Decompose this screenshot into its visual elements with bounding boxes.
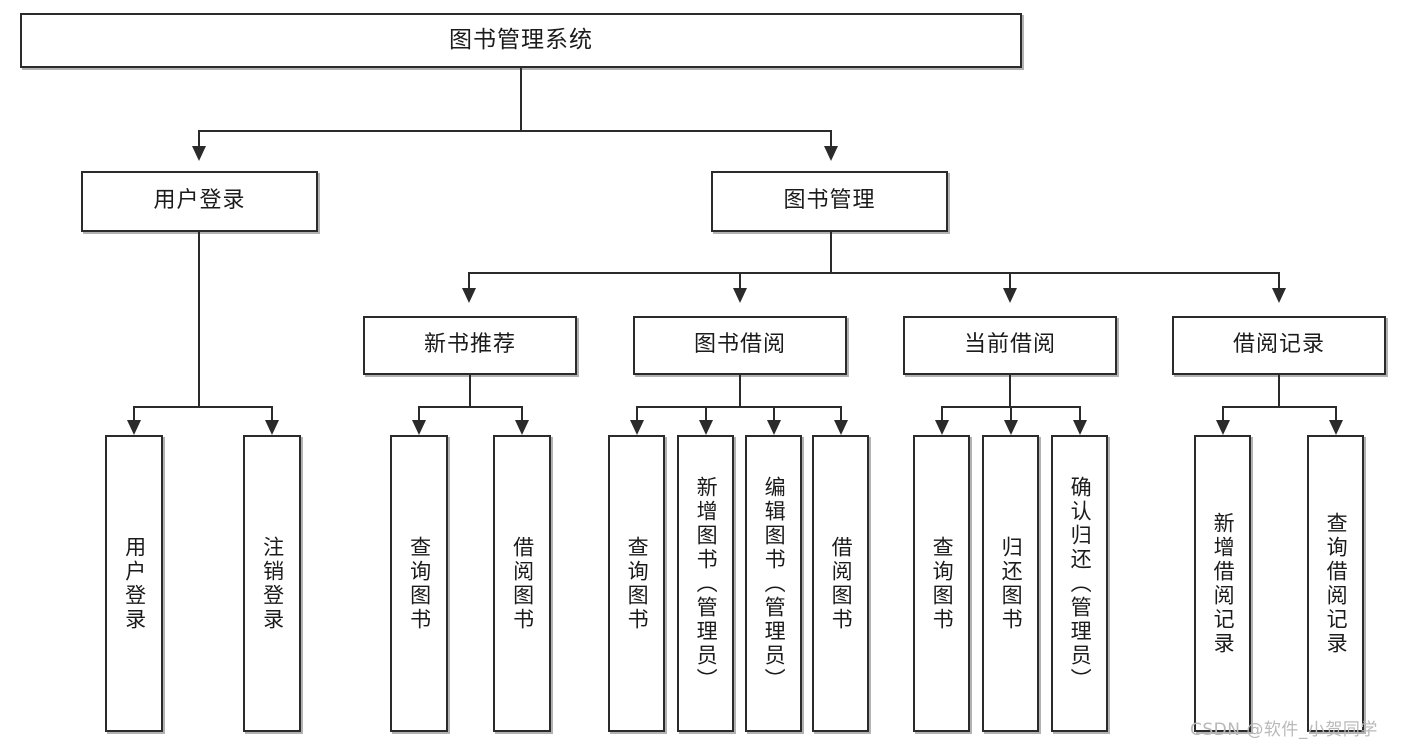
node-label: 借阅图书 [829,535,854,632]
arrow-to-cb-leaf-1 [935,420,949,435]
leaf-br-add-record[interactable]: 新增借阅记录 [1194,435,1251,732]
leaf-nbr-borrow-book[interactable]: 借阅图书 [493,435,551,732]
node-label: 借阅记录 [1232,332,1325,358]
connector-bb-drop-1 [636,406,638,422]
connector-bb-drop-3 [773,406,775,422]
node-label: 注销登录 [260,535,285,632]
node-book-manage[interactable]: 图书管理 [711,171,948,232]
node-label: 用户登录 [122,535,147,632]
arrow-to-br-leaf-2 [1329,420,1343,435]
arrow-to-current-borrow [1003,288,1017,303]
leaf-cb-query-book[interactable]: 查询图书 [913,435,970,732]
node-label: 图书管理系统 [449,26,593,53]
leaf-bb-query-book[interactable]: 查询图书 [608,435,665,732]
connector-cb-drop-3 [1079,406,1081,422]
connector-book-manage-stem [830,232,832,273]
node-borrow-record[interactable]: 借阅记录 [1172,316,1386,375]
node-new-book-recommend[interactable]: 新书推荐 [363,316,577,375]
connector-nbr-bus [418,406,523,408]
arrow-to-book-borrow [733,288,747,303]
node-label: 当前借阅 [963,332,1056,358]
connector-user-login-drop-1 [133,406,135,422]
arrow-to-leaf-logout [265,420,279,435]
connector-level1-bus [198,130,832,132]
leaf-cb-confirm-return[interactable]: 确认归还（管理员） [1051,435,1108,732]
node-label: 编辑图书（管理员） [762,475,787,692]
leaf-cb-return-book[interactable]: 归还图书 [982,435,1039,732]
node-label: 新增图书（管理员） [694,475,719,692]
arrow-to-bb-leaf-1 [630,420,644,435]
connector-root-stem [520,68,522,131]
node-label: 图书管理 [783,188,876,214]
node-label: 查询图书 [407,535,432,632]
connector-level3-bus [468,272,1280,274]
arrow-to-new-book-recommend [462,288,476,303]
node-label: 查询图书 [930,535,955,632]
leaf-bb-borrow-book[interactable]: 借阅图书 [812,435,869,732]
node-label: 查询图书 [625,535,650,632]
node-label: 图书借阅 [693,332,786,358]
arrow-to-user-login [192,146,206,161]
arrow-to-br-leaf-1 [1216,420,1230,435]
connector-br-drop-1 [1222,406,1224,422]
leaf-user-login[interactable]: 用户登录 [105,435,163,732]
csdn-watermark: CSDN @软件_小贺同学 [1190,720,1378,740]
node-label: 新增借阅记录 [1211,511,1236,656]
arrow-to-cb-leaf-3 [1073,420,1087,435]
arrow-to-book-manage [824,146,838,161]
connector-level1-drop-right [830,130,832,148]
connector-br-stem [1278,375,1280,407]
node-label: 用户登录 [153,188,246,214]
connector-level3-drop-1 [468,272,470,290]
connector-cb-drop-1 [941,406,943,422]
leaf-br-query-record[interactable]: 查询借阅记录 [1307,435,1364,732]
connector-level3-drop-2 [739,272,741,290]
arrow-to-leaf-user-login [127,420,141,435]
node-current-borrow[interactable]: 当前借阅 [903,316,1117,375]
leaf-bb-add-book[interactable]: 新增图书（管理员） [677,435,734,732]
arrow-to-nbr-leaf-2 [515,420,529,435]
node-book-borrow[interactable]: 图书借阅 [633,316,847,375]
connector-bb-drop-4 [840,406,842,422]
connector-level1-drop-left [198,130,200,148]
connector-cb-drop-2 [1010,406,1012,422]
connector-level3-drop-3 [1009,272,1011,290]
node-label: 查询借阅记录 [1324,511,1349,656]
arrow-to-nbr-leaf-1 [412,420,426,435]
connector-nbr-drop-2 [521,406,523,422]
arrow-to-cb-leaf-2 [1004,420,1018,435]
connector-nbr-drop-1 [418,406,420,422]
connector-bb-drop-2 [705,406,707,422]
connector-user-login-drop-2 [271,406,273,422]
node-label: 归还图书 [999,535,1024,632]
connector-bb-stem [739,375,741,407]
connector-nbr-stem [469,375,471,407]
arrow-to-bb-leaf-4 [834,420,848,435]
node-label: 新书推荐 [423,332,516,358]
node-root-system[interactable]: 图书管理系统 [20,13,1022,68]
node-label: 确认归还（管理员） [1068,475,1093,692]
leaf-bb-edit-book[interactable]: 编辑图书（管理员） [745,435,802,732]
arrow-to-bb-leaf-3 [767,420,781,435]
leaf-logout[interactable]: 注销登录 [243,435,301,732]
node-label: 借阅图书 [510,535,535,632]
connector-bb-bus [636,406,842,408]
connector-user-login-bus [133,406,271,408]
connector-br-drop-2 [1335,406,1337,422]
connector-level3-drop-4 [1278,272,1280,290]
connector-cb-stem [1009,375,1011,407]
node-user-login[interactable]: 用户登录 [81,171,318,232]
connector-user-login-stem [198,232,200,407]
arrow-to-borrow-record [1272,288,1286,303]
connector-br-bus [1222,406,1337,408]
arrow-to-bb-leaf-2 [699,420,713,435]
leaf-nbr-query-book[interactable]: 查询图书 [390,435,448,732]
